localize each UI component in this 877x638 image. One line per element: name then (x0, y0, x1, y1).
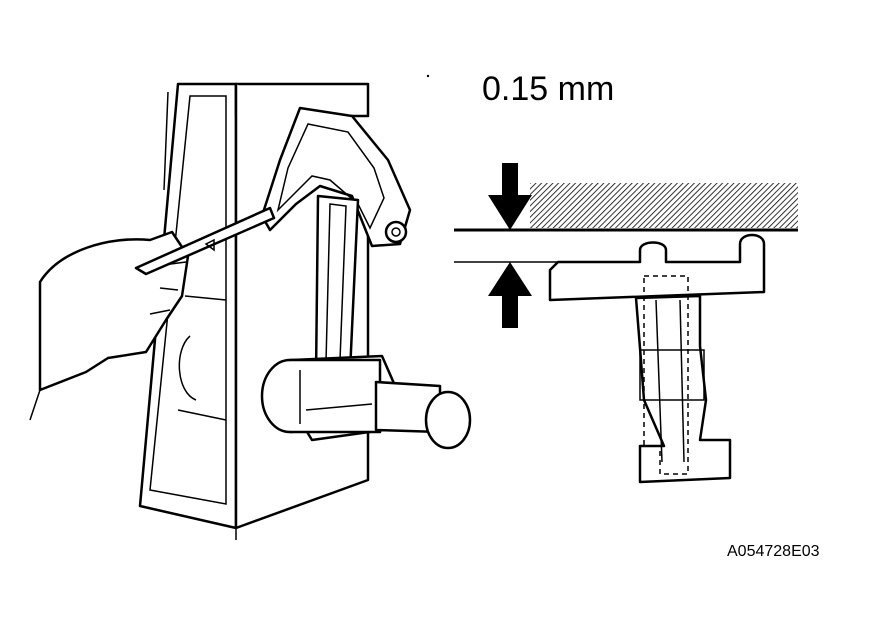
rod-section-detail (548, 233, 766, 484)
arrow-up-icon (488, 262, 532, 328)
clearance-value-label: 0.15 mm (482, 70, 615, 108)
figure-code: A054728E03 (727, 543, 820, 560)
block-surface (454, 183, 798, 263)
feeler-gauge-icon (134, 206, 276, 276)
crankshaft-pin (260, 358, 472, 450)
arrow-down-icon (488, 163, 532, 230)
